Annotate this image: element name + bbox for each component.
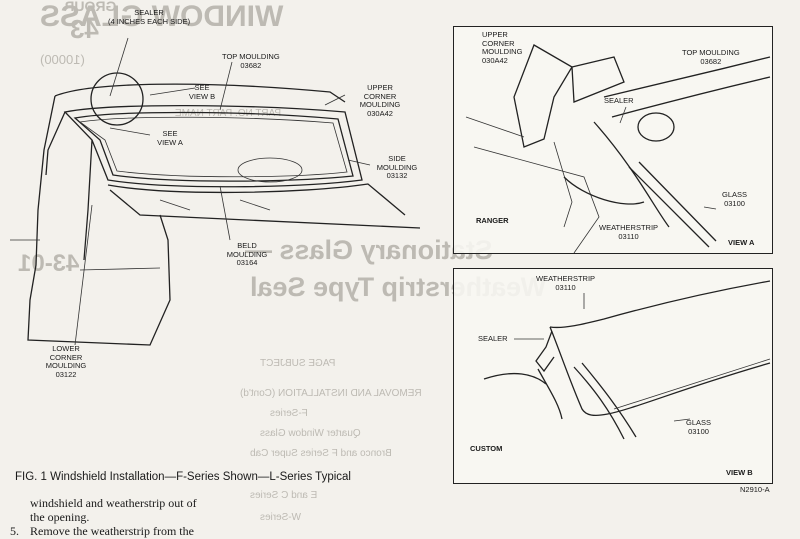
leader-side-moulding xyxy=(347,159,371,166)
leader-see-view-a xyxy=(109,127,151,136)
label-beld-moulding: BELD MOULDING 03164 xyxy=(226,241,268,267)
view-b-panel: WEATHERSTRIP 03110 SEALER GLASS 03100 CU… xyxy=(453,268,773,484)
sealer-bead xyxy=(535,330,555,373)
pinchweld xyxy=(537,368,563,420)
body-flange xyxy=(483,372,547,385)
wiper-right xyxy=(239,199,271,211)
moulding-end xyxy=(637,112,675,142)
glass-pick-tool xyxy=(628,166,710,248)
leader-lower-corner xyxy=(74,204,93,346)
body-panel-line xyxy=(473,146,600,253)
glass-edge-b xyxy=(613,358,771,410)
corner-moulding-top xyxy=(571,56,625,103)
view-circle xyxy=(90,72,144,126)
view-b-label-weatherstrip: WEATHERSTRIP 03110 xyxy=(536,274,596,292)
body-line-2: the opening. xyxy=(30,510,90,524)
view-b-label-sealer: SEALER xyxy=(478,334,508,343)
body-line-1: windshield and weatherstrip out of xyxy=(30,496,197,510)
windshield-frame xyxy=(63,104,363,188)
windshield-inner-line xyxy=(78,116,348,178)
view-a-panel: UPPER CORNER MOULDING 030A42 TOP MOULDIN… xyxy=(453,26,773,254)
figure-ref-code: N2910-A xyxy=(740,485,770,494)
view-b-label-glass: GLASS 03100 xyxy=(686,418,712,436)
glass-tool-1 xyxy=(573,366,625,440)
weatherstrip-top xyxy=(549,280,771,329)
label-sealer: SEALER (4 INCHES EACH SIDE) xyxy=(108,8,191,26)
label-see-view-a: SEE VIEW A xyxy=(157,129,183,147)
view-a-label-top-moulding: TOP MOULDING 03682 xyxy=(682,48,740,66)
steering-wheel xyxy=(237,157,303,183)
weatherstrip-body xyxy=(549,326,771,417)
cowl-line xyxy=(107,183,406,216)
wiper-left xyxy=(159,199,191,211)
leader-top-moulding xyxy=(219,61,233,111)
label-top-moulding: TOP MOULDING 03682 xyxy=(222,52,280,70)
hood-edge xyxy=(109,189,421,229)
leader-beld-moulding xyxy=(219,185,231,241)
view-a-label-glass: GLASS 03100 xyxy=(722,190,748,208)
view-b-label-custom: CUSTOM xyxy=(470,444,503,453)
figure-caption: FIG. 1 Windshield Installation—F-Series … xyxy=(15,471,351,483)
windshield-glass-edge xyxy=(73,111,354,182)
view-a-label-weatherstrip: WEATHERSTRIP 03110 xyxy=(599,223,659,241)
door-handle-line xyxy=(79,267,161,271)
body-step-number: 5. xyxy=(10,524,19,538)
label-upper-corner-moulding: UPPER CORNER MOULDING 030A42 xyxy=(359,83,401,118)
view-a-label-upper-corner: UPPER CORNER MOULDING 030A42 xyxy=(482,30,523,65)
leader-sealer xyxy=(109,37,129,97)
a-pillar xyxy=(45,111,66,176)
leader-glass xyxy=(703,206,717,210)
cab-side-outline xyxy=(27,95,171,346)
label-lower-corner-moulding: LOWER CORNER MOULDING 03122 xyxy=(45,344,87,379)
view-a-label-ranger: RANGER xyxy=(476,216,509,225)
body-line-3: Remove the weatherstrip from the xyxy=(30,524,194,538)
cab-roof-line xyxy=(54,83,346,103)
view-b-label-view-name: VIEW B xyxy=(726,468,753,477)
weatherstrip-channel xyxy=(553,141,573,228)
glass-pick-tool-2 xyxy=(638,161,717,242)
top-moulding-upper xyxy=(603,56,771,98)
leader-see-view-b xyxy=(149,87,196,96)
glass-edge-curve xyxy=(593,121,670,228)
glass-tool-2 xyxy=(581,362,637,438)
label-side-moulding: SIDE MOULDING 03132 xyxy=(376,154,418,180)
leader-sealer-a xyxy=(619,106,627,124)
door-front-edge xyxy=(83,139,93,261)
view-a-label-view-name: VIEW A xyxy=(728,238,755,247)
view-a-label-sealer: SEALER xyxy=(604,96,634,105)
leader-upper-corner xyxy=(324,94,346,106)
label-see-view-b: SEE VIEW B xyxy=(188,83,216,101)
fender-line xyxy=(465,116,525,138)
leader-glass-b xyxy=(673,418,691,422)
view-b-drawing xyxy=(483,280,771,440)
top-moulding-lower xyxy=(611,76,771,118)
view-a-drawing xyxy=(465,44,771,253)
weatherstrip-lip xyxy=(563,176,645,205)
